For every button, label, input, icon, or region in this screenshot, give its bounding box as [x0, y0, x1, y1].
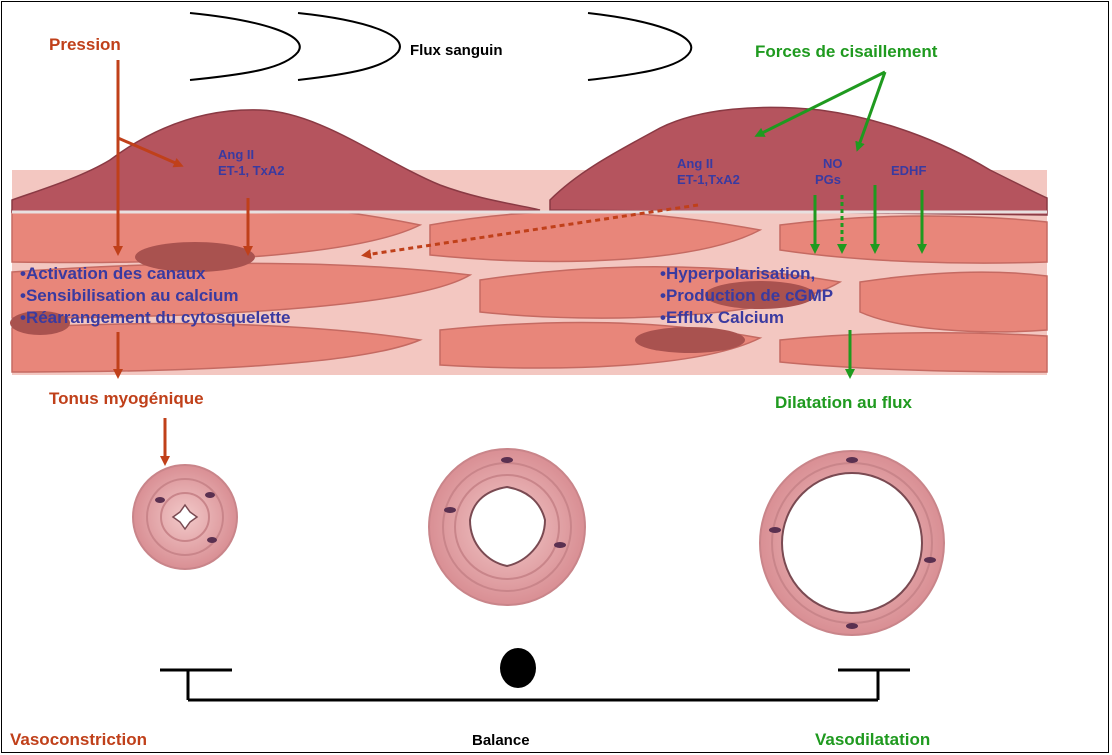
label-balance: Balance — [472, 732, 530, 749]
label-vasodilatation: Vasodilatation — [815, 730, 930, 750]
label-pression: Pression — [49, 35, 121, 55]
label-pgs: PGs — [815, 172, 841, 187]
left-effect-item: •Sensibilisation au calcium — [20, 285, 290, 307]
left-effect-item: •Réarrangement du cytosquelette — [20, 307, 290, 329]
label-right-ang: Ang II — [677, 156, 713, 171]
vessel-constricted — [133, 465, 237, 569]
vessel-balanced — [429, 449, 585, 605]
left-effect-item: •Activation des canaux — [20, 263, 290, 285]
label-dilatation-flux: Dilatation au flux — [775, 393, 912, 413]
right-effect-item: •Efflux Calcium — [660, 307, 833, 329]
label-left-ang: Ang II — [218, 147, 254, 162]
label-forces-cisaillement: Forces de cisaillement — [755, 42, 937, 62]
endothelial-cell-right — [550, 107, 1047, 215]
right-effect-item: •Production de cGMP — [660, 285, 833, 307]
right-effects-list: •Hyperpolarisation, •Production de cGMP … — [660, 263, 833, 329]
label-no: NO — [823, 156, 843, 171]
label-edhf: EDHF — [891, 163, 926, 178]
label-vasoconstriction: Vasoconstriction — [10, 730, 147, 750]
vessel-dilated — [760, 451, 944, 635]
endothelial-cell-left — [12, 110, 540, 213]
label-tonus-myogenique: Tonus myogénique — [49, 389, 204, 409]
label-flux-sanguin: Flux sanguin — [410, 42, 503, 59]
balance-fulcrum — [500, 648, 536, 688]
left-effects-list: •Activation des canaux •Sensibilisation … — [20, 263, 290, 329]
label-left-et: ET-1, TxA2 — [218, 163, 284, 178]
label-right-et: ET-1,TxA2 — [677, 172, 740, 187]
right-effect-item: •Hyperpolarisation, — [660, 263, 833, 285]
